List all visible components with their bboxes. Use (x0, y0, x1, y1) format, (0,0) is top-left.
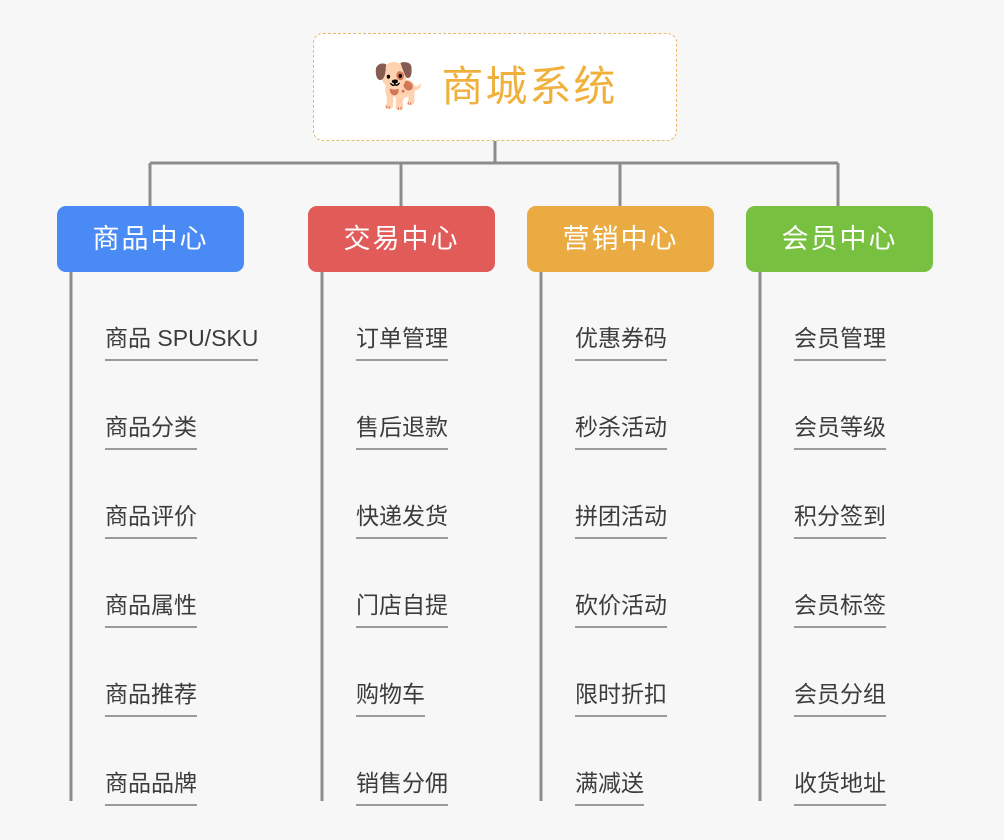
leaf-label: 商品评价 (105, 505, 197, 539)
category-label-0: 商品中心 (92, 223, 209, 254)
list-item[interactable]: 积分签到 (760, 450, 933, 539)
list-item[interactable]: 商品品牌 (71, 717, 244, 806)
leaf-label: 拼团活动 (575, 505, 667, 539)
list-item[interactable]: 购物车 (322, 628, 495, 717)
category-header-2[interactable]: 营销中心 (527, 206, 714, 272)
category-header-0[interactable]: 商品中心 (57, 206, 244, 272)
category-column-2: 营销中心 优惠券码 秒杀活动 拼团活动 砍价活动 限时折扣 满减送 (527, 206, 714, 806)
root-title: 商城系统 (441, 63, 618, 110)
leaf-label: 商品推荐 (105, 683, 197, 717)
leaf-list-2: 优惠券码 秒杀活动 拼团活动 砍价活动 限时折扣 满减送 (527, 272, 714, 806)
list-item[interactable]: 商品属性 (71, 539, 244, 628)
list-item[interactable]: 售后退款 (322, 361, 495, 450)
leaf-label: 销售分佣 (356, 772, 448, 806)
category-header-3[interactable]: 会员中心 (746, 206, 933, 272)
leaf-label: 限时折扣 (575, 683, 667, 717)
leaf-label: 订单管理 (356, 327, 448, 361)
category-header-1[interactable]: 交易中心 (308, 206, 495, 272)
leaf-label: 商品品牌 (105, 772, 197, 806)
leaf-label: 会员管理 (794, 327, 886, 361)
leaf-label: 收货地址 (794, 772, 886, 806)
leaf-label: 购物车 (356, 683, 425, 717)
category-label-1: 交易中心 (343, 223, 460, 254)
category-label-3: 会员中心 (781, 223, 898, 254)
leaf-label: 商品分类 (105, 416, 197, 450)
list-item[interactable]: 秒杀活动 (541, 361, 714, 450)
list-item[interactable]: 优惠券码 (541, 272, 714, 361)
list-item[interactable]: 收货地址 (760, 717, 933, 806)
leaf-label: 积分签到 (794, 505, 886, 539)
leaf-label: 快递发货 (356, 505, 448, 539)
leaf-label: 商品 SPU/SKU (105, 327, 259, 361)
leaf-label: 售后退款 (356, 416, 448, 450)
list-item[interactable]: 会员标签 (760, 539, 933, 628)
leaf-label: 门店自提 (356, 594, 448, 628)
list-item[interactable]: 商品 SPU/SKU (71, 272, 259, 361)
list-item[interactable]: 会员等级 (760, 361, 933, 450)
category-column-3: 会员中心 会员管理 会员等级 积分签到 会员标签 会员分组 收货地址 (746, 206, 933, 806)
list-item[interactable]: 门店自提 (322, 539, 495, 628)
list-item[interactable]: 限时折扣 (541, 628, 714, 717)
category-column-1: 交易中心 订单管理 售后退款 快递发货 门店自提 购物车 销售分佣 (308, 206, 495, 806)
leaf-label: 砍价活动 (575, 594, 667, 628)
list-item[interactable]: 满减送 (541, 717, 714, 806)
category-column-0: 商品中心 商品 SPU/SKU 商品分类 商品评价 商品属性 商品推荐 商品品牌 (57, 206, 259, 806)
list-item[interactable]: 拼团活动 (541, 450, 714, 539)
leaf-list-3: 会员管理 会员等级 积分签到 会员标签 会员分组 收货地址 (746, 272, 933, 806)
list-item[interactable]: 快递发货 (322, 450, 495, 539)
category-label-2: 营销中心 (562, 223, 679, 254)
list-item[interactable]: 商品分类 (71, 361, 244, 450)
leaf-label: 优惠券码 (575, 327, 667, 361)
leaf-list-1: 订单管理 售后退款 快递发货 门店自提 购物车 销售分佣 (308, 272, 495, 806)
list-item[interactable]: 订单管理 (322, 272, 495, 361)
leaf-label: 会员标签 (794, 594, 886, 628)
list-item[interactable]: 会员分组 (760, 628, 933, 717)
leaf-label: 会员分组 (794, 683, 886, 717)
leaf-list-0: 商品 SPU/SKU 商品分类 商品评价 商品属性 商品推荐 商品品牌 (57, 272, 259, 806)
leaf-label: 会员等级 (794, 416, 886, 450)
list-item[interactable]: 砍价活动 (541, 539, 714, 628)
leaf-label: 满减送 (575, 772, 644, 806)
list-item[interactable]: 商品推荐 (71, 628, 244, 717)
shiba-dog-face-icon: 🐕 (372, 62, 428, 111)
list-item[interactable]: 会员管理 (760, 272, 933, 361)
leaf-label: 商品属性 (105, 594, 197, 628)
root-node[interactable]: 🐕 商城系统 (313, 33, 677, 141)
root-node-content: 🐕 商城系统 (373, 65, 618, 109)
list-item[interactable]: 销售分佣 (322, 717, 495, 806)
list-item[interactable]: 商品评价 (71, 450, 244, 539)
leaf-label: 秒杀活动 (575, 416, 667, 450)
